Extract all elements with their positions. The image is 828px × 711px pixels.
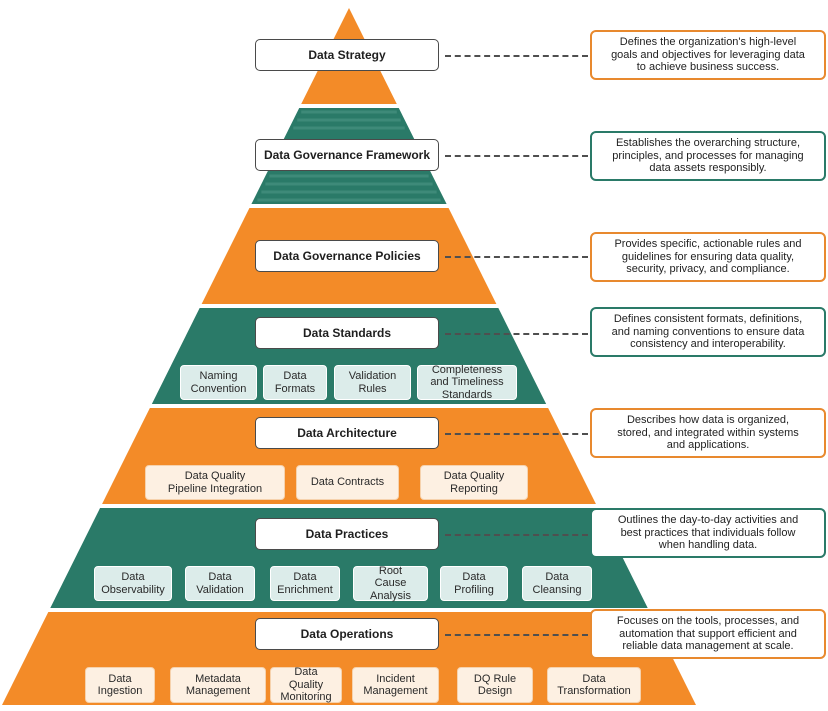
level-title: Data Governance Framework (255, 139, 439, 171)
level-description: Establishes the overarching structure, p… (590, 131, 826, 181)
level-item: Data Transformation (547, 667, 641, 703)
connector-line (445, 333, 588, 335)
level-item: Validation Rules (334, 365, 411, 400)
connector-line (445, 534, 588, 536)
level-item: Data Cleansing (522, 566, 592, 601)
level-item: DQ Rule Design (457, 667, 533, 703)
level-title: Data Practices (255, 518, 439, 550)
connector-line (445, 256, 588, 258)
level-title: Data Operations (255, 618, 439, 650)
level-item: Data Quality Monitoring (270, 666, 342, 703)
level-description: Outlines the day-to-day activities and b… (590, 508, 826, 558)
level-description: Focuses on the tools, processes, and aut… (590, 609, 826, 659)
level-item: Naming Convention (180, 365, 257, 400)
level-description: Defines the organization's high-level go… (590, 30, 826, 80)
level-item: Incident Management (352, 667, 439, 703)
level-title: Data Strategy (255, 39, 439, 71)
level-item: Completeness and Timeliness Standards (417, 364, 517, 401)
level-title: Data Governance Policies (255, 240, 439, 272)
level-item: Data Formats (263, 365, 327, 400)
level-item: Data Observability (94, 566, 172, 601)
level-item: Data Quality Pipeline Integration (145, 465, 285, 500)
connector-line (445, 55, 588, 57)
level-description: Provides specific, actionable rules and … (590, 232, 826, 282)
connector-line (445, 634, 588, 636)
level-description: Describes how data is organized, stored,… (590, 408, 826, 458)
connector-line (445, 155, 588, 157)
level-item: Data Quality Reporting (420, 465, 528, 500)
level-item: Metadata Management (170, 667, 266, 703)
level-item: Data Validation (185, 566, 255, 601)
level-item: Root Cause Analysis (353, 565, 428, 602)
connector-line (445, 433, 588, 435)
level-title: Data Standards (255, 317, 439, 349)
level-title: Data Architecture (255, 417, 439, 449)
level-item: Data Ingestion (85, 667, 155, 703)
level-description: Defines consistent formats, definitions,… (590, 307, 826, 357)
level-item: Data Enrichment (270, 566, 340, 601)
level-item: Data Profiling (440, 566, 508, 601)
level-item: Data Contracts (296, 465, 399, 500)
